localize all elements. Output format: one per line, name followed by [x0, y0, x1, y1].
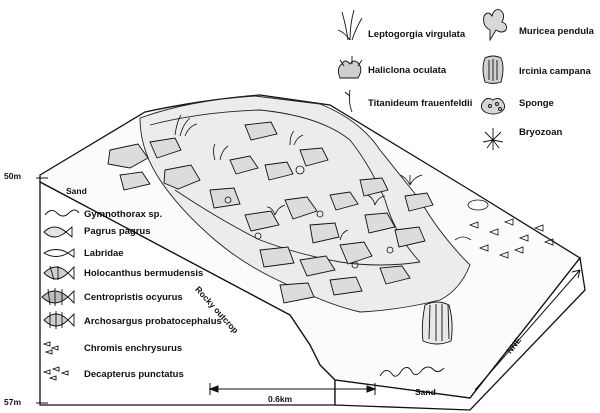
fan-coral-icon — [483, 9, 507, 42]
barrel-sponge-drawing — [421, 301, 453, 345]
compass-arrow — [474, 269, 581, 391]
legend-chromis: Chromis enchrysurus — [84, 343, 183, 354]
moray-eel-icon — [44, 209, 80, 217]
legend-decapterus: Decapterus punctatus — [84, 369, 184, 380]
chromis-school-icon — [42, 341, 59, 355]
sand-label-left: Sand — [66, 186, 87, 196]
legend-leptogorgia: Leptogorgia virgulata — [368, 29, 466, 40]
bass-fish-icon — [41, 288, 75, 306]
branching-sponge-icon — [337, 56, 363, 79]
rock-blocks — [107, 121, 434, 304]
legend-haliclona: Haliclona oculata — [368, 65, 447, 76]
porgy-fish-icon — [43, 226, 73, 238]
vase-sponge-icon — [482, 55, 504, 84]
bryozoan-icon — [482, 128, 504, 150]
legend-muricea: Muricea pendula — [519, 26, 594, 37]
depth-scale-lines — [36, 177, 48, 404]
sand-label-bottom: Sand — [415, 387, 436, 397]
legend-ircinia: Ircinia campana — [519, 66, 591, 77]
legend-holocanthus: Holocanthus bermudensis — [84, 268, 204, 279]
scad-school-icon — [42, 366, 69, 381]
depth-label-top: 50m — [4, 171, 22, 181]
legend-titanideum: Titanideum frauenfeldii — [368, 98, 473, 109]
sea-pen-icon — [344, 89, 353, 113]
legend-gymnothorax: Gymnothorax sp. — [84, 209, 163, 220]
fish-school-drawing — [454, 199, 554, 259]
sponge-icon — [480, 97, 506, 115]
legend-icons — [41, 9, 507, 381]
legend-sponge: Sponge — [519, 98, 554, 109]
scale-bar — [208, 383, 377, 395]
ridge-fauna — [174, 114, 423, 269]
scale-distance-label: 0.6km — [268, 394, 293, 404]
legend-pagrus: Pagrus pagrus — [84, 226, 151, 237]
legend-bryozoan: Bryozoan — [519, 127, 563, 138]
depth-label-bottom: 57m — [4, 397, 22, 407]
sheepshead-fish-icon — [43, 311, 75, 329]
wrasse-fish-icon — [43, 248, 75, 258]
legend-archosargus: Archosargus probatocephalus — [84, 316, 222, 327]
angelfish-icon — [43, 265, 75, 281]
legend-labridae: Labridae — [84, 248, 124, 259]
sea-whip-icon — [337, 9, 363, 41]
legend-centropristis: Centropristis ocyurus — [84, 292, 183, 303]
signature-mark — [379, 366, 445, 377]
